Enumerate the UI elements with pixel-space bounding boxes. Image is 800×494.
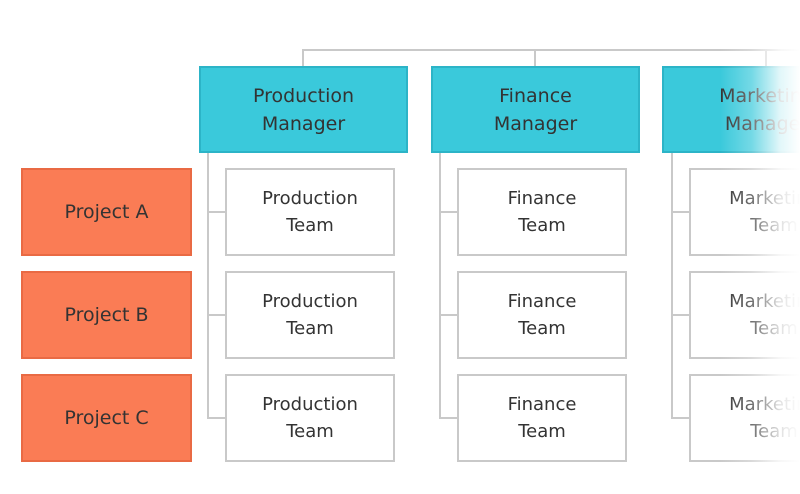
team-node-production-row2: Production Team: [225, 271, 395, 359]
team-node-finance-row3: Finance Team: [457, 374, 627, 462]
connector-stub-finance-row1: [439, 211, 458, 213]
manager-node-production: Production Manager: [199, 66, 408, 153]
manager-node-label: Production Manager: [252, 84, 355, 135]
team-node-label: Marketing Team: [729, 291, 800, 339]
team-node-production-row3: Production Team: [225, 374, 395, 462]
connector-stub-marketing-row2: [671, 314, 690, 316]
team-node-label: Finance Team: [507, 394, 577, 442]
team-node-label: Finance Team: [507, 188, 577, 236]
manager-node-label: Finance Manager: [493, 84, 578, 135]
project-node-label: Project C: [64, 407, 149, 429]
team-node-label: Production Team: [262, 394, 358, 442]
connector-stub-finance-row3: [439, 417, 458, 419]
connector-stub-production-row3: [207, 417, 226, 419]
manager-node-finance: Finance Manager: [431, 66, 640, 153]
project-node-b: Project B: [21, 271, 192, 359]
connector-stub-finance-row2: [439, 314, 458, 316]
team-node-label: Production Team: [262, 188, 358, 236]
team-node-finance-row1: Finance Team: [457, 168, 627, 256]
team-node-label: Finance Team: [507, 291, 577, 339]
team-node-label: Marketing Team: [729, 188, 800, 236]
manager-node-marketing: Marketing Manager: [662, 66, 800, 153]
manager-node-label: Marketing Manager: [719, 84, 800, 135]
project-node-label: Project B: [64, 304, 149, 326]
team-node-finance-row2: Finance Team: [457, 271, 627, 359]
team-node-production-row1: Production Team: [225, 168, 395, 256]
connector-stub-production-row1: [207, 211, 226, 213]
team-node-marketing-row2: Marketing Team: [689, 271, 800, 359]
connector-stub-marketing-row1: [671, 211, 690, 213]
connector-vline-production: [207, 153, 209, 419]
connector-drop-production: [302, 49, 304, 66]
project-node-label: Project A: [64, 201, 149, 223]
team-node-marketing-row1: Marketing Team: [689, 168, 800, 256]
team-node-marketing-row3: Marketing Team: [689, 374, 800, 462]
connector-drop-marketing: [765, 49, 767, 66]
connector-vline-finance: [439, 153, 441, 419]
connector-top-hline: [302, 49, 800, 51]
team-node-label: Marketing Team: [729, 394, 800, 442]
team-node-label: Production Team: [262, 291, 358, 339]
connector-stub-marketing-row3: [671, 417, 690, 419]
connector-vline-marketing: [671, 153, 673, 419]
connector-stub-production-row2: [207, 314, 226, 316]
connector-drop-finance: [534, 49, 536, 66]
project-node-c: Project C: [21, 374, 192, 462]
project-node-a: Project A: [21, 168, 192, 256]
